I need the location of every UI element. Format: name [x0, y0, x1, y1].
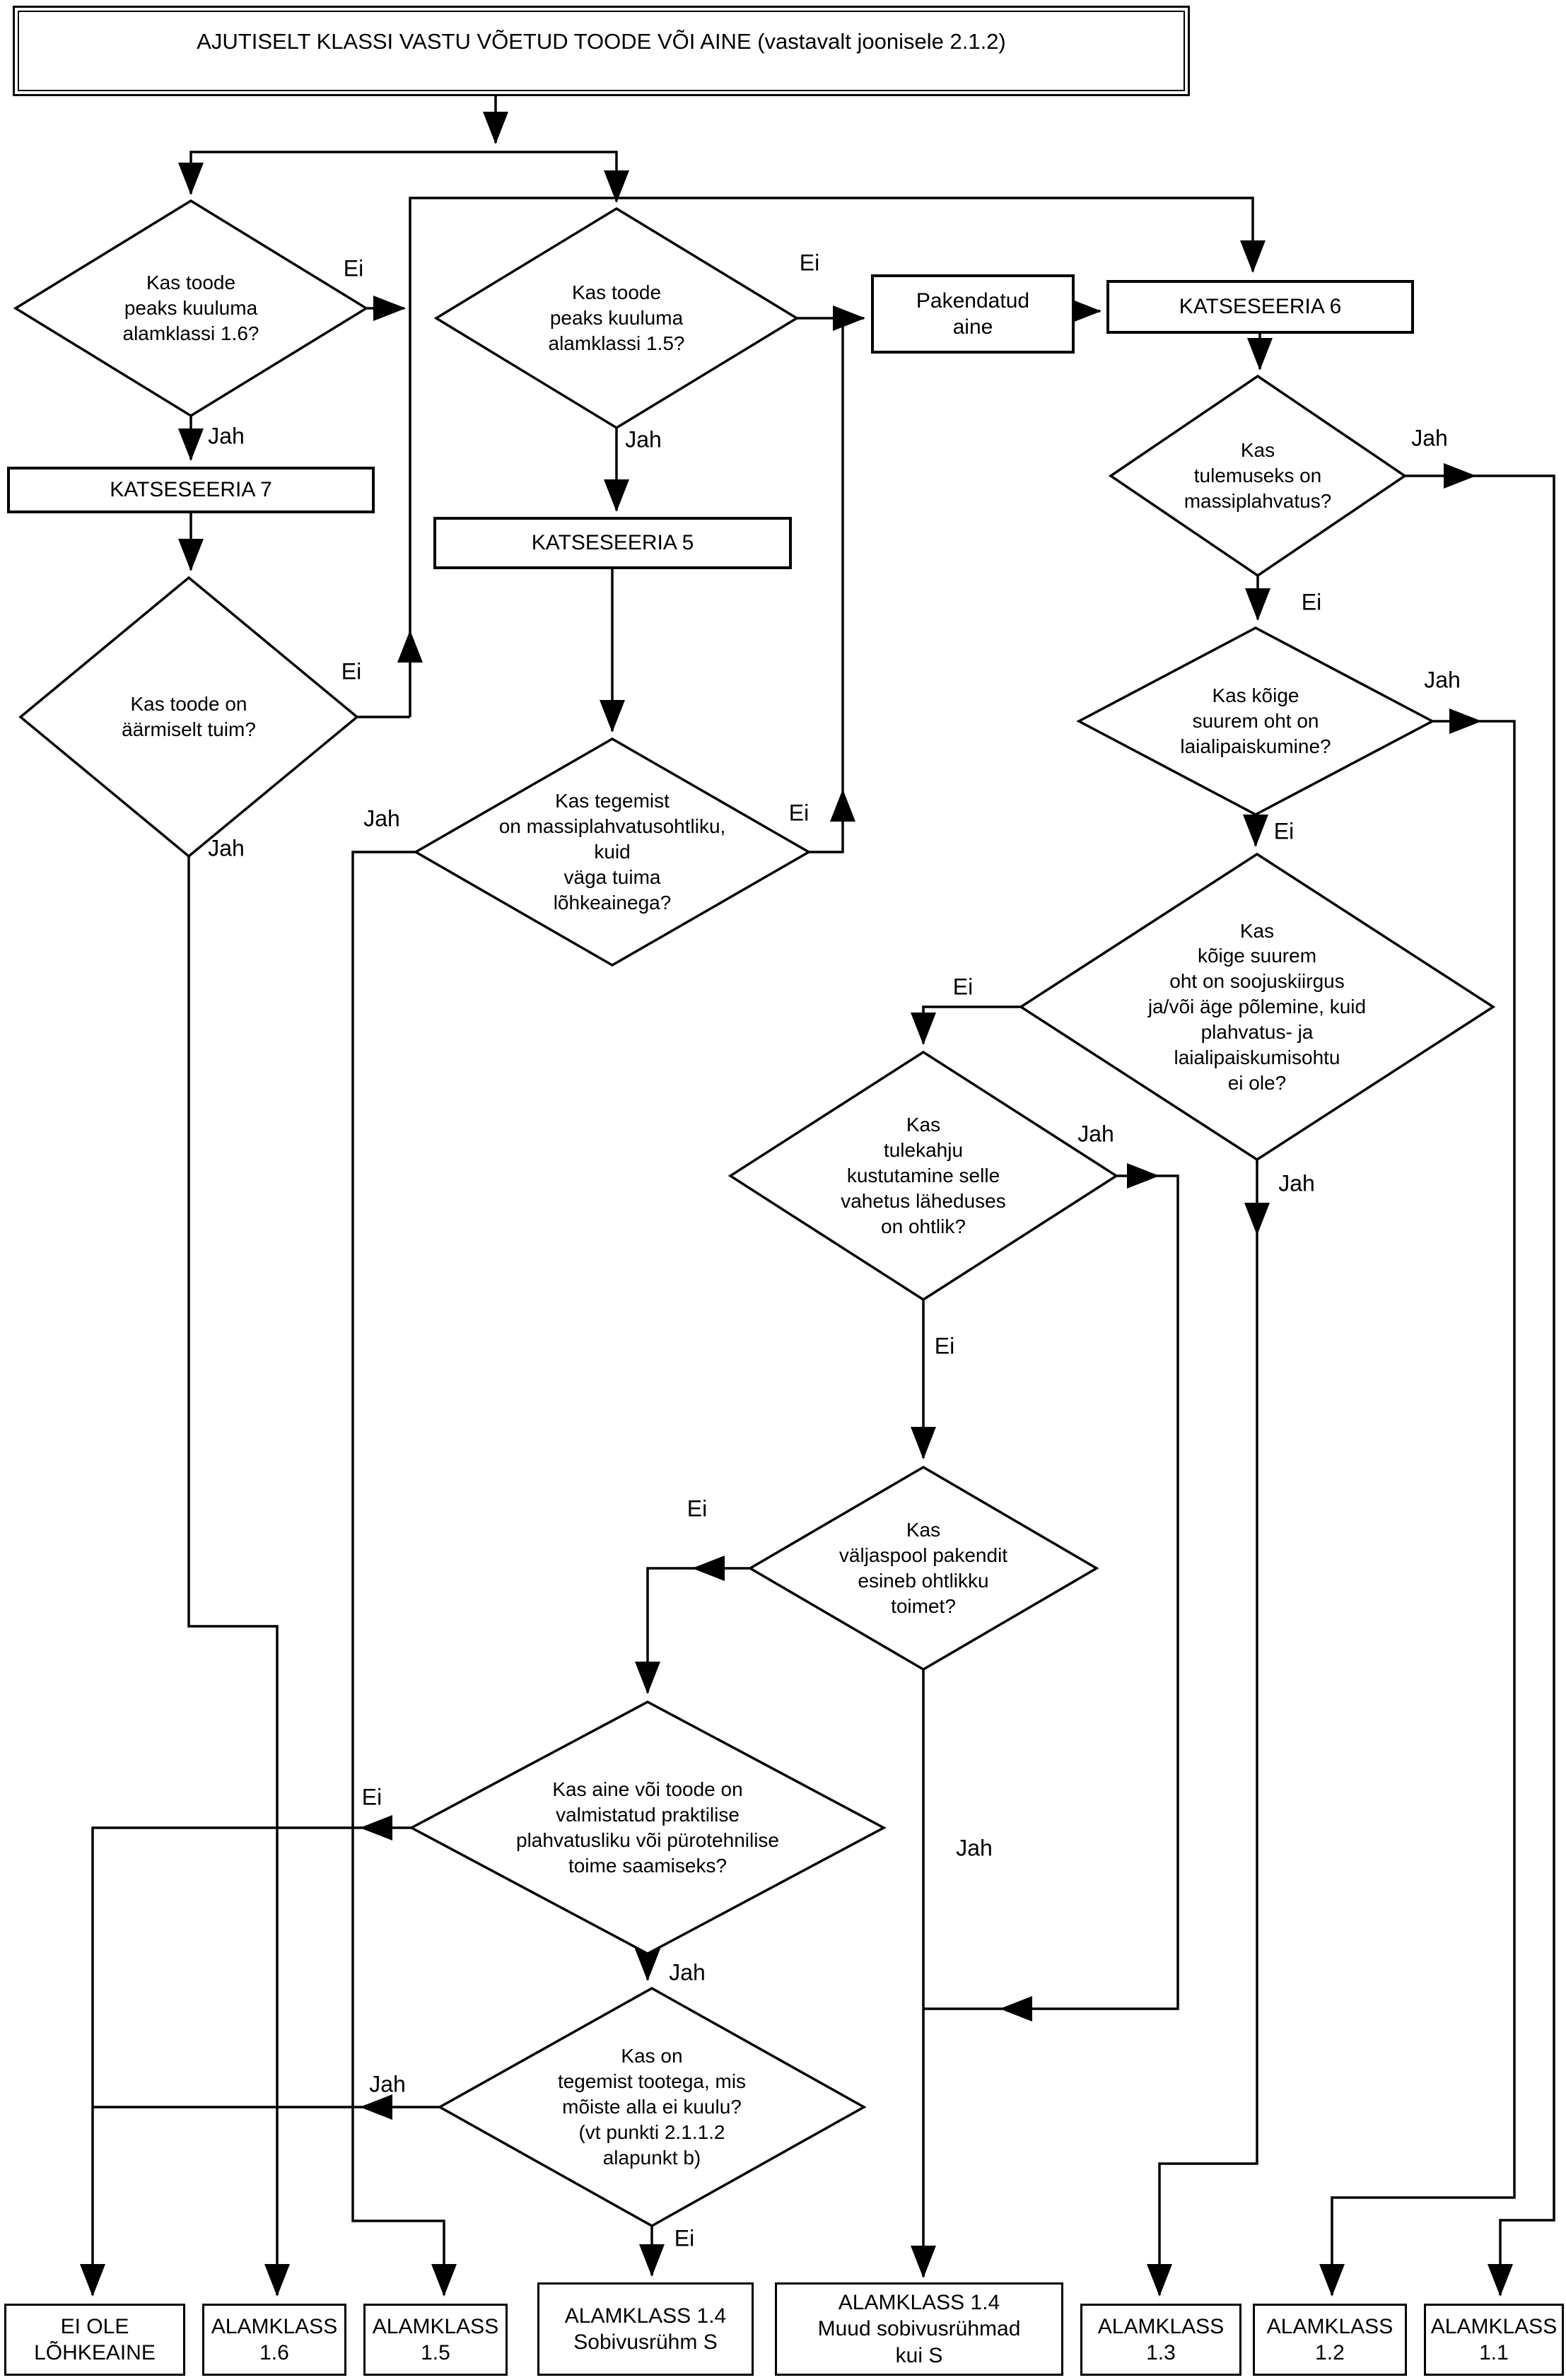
decision-very-insensitive-shape: [413, 737, 812, 967]
terminal-division-14-other: ALAMKLASS 1.4 Muud sobivusrühmad kui S: [775, 2282, 1063, 2376]
decision-extremely-insensitive-text: Kas toode on äärmiselt tuim?: [122, 693, 256, 740]
edge-label-mass-explosion-no: Ei: [1301, 589, 1322, 615]
decision-outside-package-text: Kas väljaspool pakendit esineb ohtlikku …: [838, 1519, 1008, 1617]
process-test-series-7: KATSESEERIA 7: [7, 467, 375, 513]
decision-practical-effect-text: Kas aine või toode on valmistatud prakti…: [516, 1778, 779, 1877]
edge-label-div15-no: Ei: [799, 250, 820, 276]
decision-extremely-insensitive-shape: [18, 576, 359, 858]
decision-firefighting-text: Kas tulekahju kustutamine selle vahetus …: [841, 1114, 1006, 1237]
edge-label-radiant-heat-yes: Jah: [1278, 1170, 1315, 1196]
edge-label-radiant-heat-no: Ei: [952, 974, 974, 1000]
edge-label-div15-yes: Jah: [625, 426, 662, 453]
edge-label-very-insensitive-no: Ei: [788, 800, 810, 826]
decision-radiant-heat-shape: [1018, 852, 1496, 1162]
terminal-division-12: ALAMKLASS 1.2: [1253, 2304, 1407, 2376]
decision-excluded-article-shape: [437, 1986, 867, 2228]
edge-label-projection-yes: Jah: [1424, 667, 1461, 693]
edge-label-insensitive-yes: Jah: [208, 835, 245, 861]
edge-label-div16-yes: Jah: [208, 423, 245, 449]
decision-div16-shape: [13, 199, 369, 418]
decision-very-insensitive-text: Kas tegemist on massiplahvatusohtliku, k…: [498, 790, 726, 914]
edge-label-outside-package-yes: Jah: [956, 1835, 993, 1861]
process-test-series-6: KATSESEERIA 6: [1106, 280, 1414, 334]
edge-label-practical-effect-yes: Jah: [669, 1959, 706, 1985]
decision-div15-text: Kas toode peaks kuuluma alamklassi 1.5?: [548, 281, 685, 354]
decision-mass-explosion-shape: [1108, 374, 1408, 578]
decision-projection-shape: [1076, 626, 1435, 816]
edge-label-projection-no: Ei: [1273, 818, 1295, 844]
decision-firefighting-shape: [728, 1050, 1119, 1302]
terminal-division-11: ALAMKLASS 1.1: [1424, 2304, 1564, 2376]
edge-label-div16-no: Ei: [343, 255, 364, 281]
edge-label-excluded-no: Ei: [674, 2225, 695, 2251]
edge-label-practical-effect-no: Ei: [361, 1784, 382, 1810]
decision-practical-effect-shape: [409, 1701, 887, 1955]
decision-excluded-article-text: Kas on tegemist tootega, mis mõiste alla…: [557, 2045, 747, 2169]
terminal-not-explosive: EI OLE LÕHKEAINE: [4, 2304, 185, 2376]
terminal-division-15: ALAMKLASS 1.5: [363, 2304, 508, 2376]
decision-projection-text: Kas kõige suurem oht on laialipaiskumine…: [1180, 684, 1331, 757]
edge-label-very-insensitive-yes: Jah: [363, 805, 400, 832]
decision-div16-text: Kas toode peaks kuuluma alamklassi 1.6?: [122, 272, 259, 344]
title-box: AJUTISELT KLASSI VASTU VÕETUD TOODE VÕI …: [13, 6, 1190, 96]
terminal-division-14s: ALAMKLASS 1.4 Sobivusrühm S: [537, 2282, 754, 2376]
process-packaged-substance: Pakendatud aine: [871, 274, 1075, 354]
decision-mass-explosion-text: Kas tulemuseks on massiplahvatus?: [1184, 439, 1332, 512]
edge-label-insensitive-no: Ei: [341, 658, 362, 684]
edge-label-outside-package-no: Ei: [686, 1495, 708, 1522]
decision-outside-package-shape: [747, 1465, 1099, 1672]
terminal-division-13: ALAMKLASS 1.3: [1080, 2304, 1241, 2376]
edge-label-firefighting-yes: Jah: [1077, 1121, 1114, 1147]
decision-radiant-heat-text: Kas kõige suurem oht on soojuskiirgus ja…: [1147, 919, 1367, 1094]
page-title: AJUTISELT KLASSI VASTU VÕETUD TOODE VÕI …: [18, 11, 1185, 91]
terminal-division-16: ALAMKLASS 1.6: [202, 2304, 346, 2376]
edge-label-mass-explosion-yes: Jah: [1411, 425, 1448, 451]
decision-div15-shape: [433, 206, 800, 430]
process-test-series-5: KATSESEERIA 5: [433, 517, 792, 569]
edge-label-excluded-yes: Jah: [369, 2071, 406, 2097]
edge-label-firefighting-no: Ei: [934, 1333, 955, 1359]
